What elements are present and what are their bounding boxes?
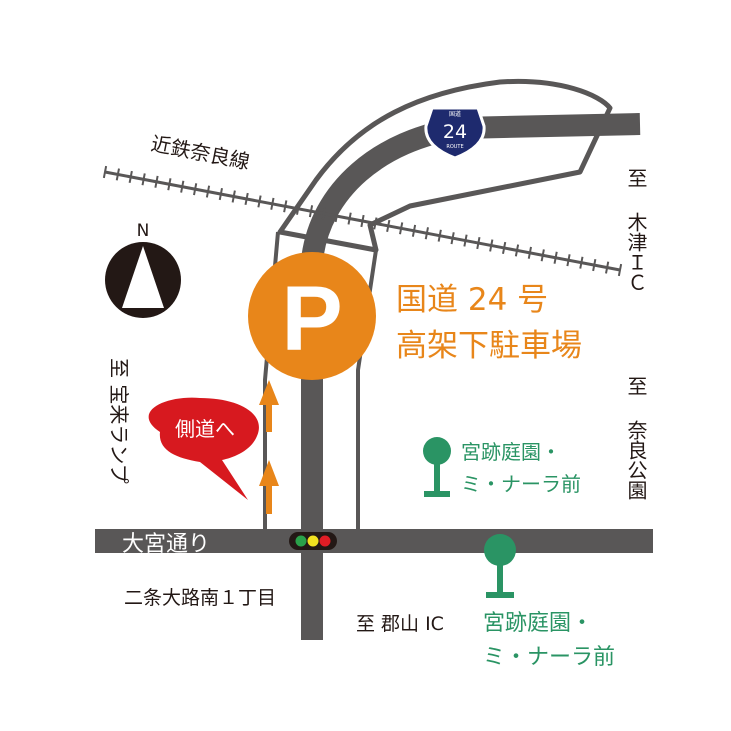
railway-tie xyxy=(566,254,571,267)
railway-tie xyxy=(592,259,597,272)
railway-tie xyxy=(270,197,275,210)
railway-tie xyxy=(308,205,314,218)
railway-tie xyxy=(334,210,339,223)
direction-west: 至 宝来ランプ xyxy=(107,358,131,484)
omiya-road xyxy=(95,529,653,553)
railway-tie xyxy=(257,195,262,208)
intersection-label: 二条大路南１丁目 xyxy=(124,587,276,609)
railway-tie xyxy=(321,207,326,220)
railway-tie xyxy=(489,239,494,252)
railway-tie xyxy=(514,244,520,257)
traffic-light-icon xyxy=(289,532,337,550)
railway-label: 近鉄奈良線 xyxy=(149,131,252,174)
railway-tie xyxy=(437,229,442,242)
svg-text:N: N xyxy=(137,221,150,241)
railway-tie xyxy=(154,175,159,188)
railway-tie xyxy=(463,234,468,247)
railway-tie xyxy=(296,202,301,215)
railway-tie xyxy=(502,241,507,255)
direction-arrows xyxy=(259,380,279,514)
svg-text:P: P xyxy=(281,268,342,370)
railway-tie xyxy=(386,219,391,232)
railway-line xyxy=(102,165,623,277)
road-label: 大宮通り xyxy=(122,532,210,557)
parking-icon: P xyxy=(248,252,376,380)
railway-tie xyxy=(476,236,481,250)
railway-tie xyxy=(424,227,429,240)
direction-east: 至 奈良公園 xyxy=(624,376,648,500)
route-number: 24 xyxy=(443,121,467,143)
railway-tie xyxy=(605,261,610,274)
parking-name-line2: 高架下駐車場 xyxy=(396,328,582,364)
bus-stop-label-2b: ミ・ナーラ前 xyxy=(483,645,615,670)
callout-text: 側道へ xyxy=(175,417,235,441)
railway-tie xyxy=(193,183,198,196)
railway-tie xyxy=(373,217,378,230)
bus-stop-icon xyxy=(423,437,451,497)
railway-tie xyxy=(205,185,211,198)
railway-tie xyxy=(180,180,185,193)
railway-tie xyxy=(102,165,108,179)
railway-tie xyxy=(527,246,532,259)
side-road-callout: 側道へ xyxy=(148,397,259,500)
railway-tie xyxy=(347,212,352,225)
railway-tie xyxy=(231,190,236,203)
railway-tie xyxy=(617,263,623,277)
railway-tie xyxy=(115,168,120,181)
railway-tie xyxy=(167,178,172,191)
railway-tie xyxy=(360,214,365,228)
railway-tie xyxy=(128,170,133,183)
bus-stop-label-2a: 宮跡庭園・ xyxy=(483,611,593,636)
railway-tie xyxy=(141,173,146,186)
railway-tie xyxy=(244,192,249,206)
bus-stop-icon xyxy=(484,534,516,598)
railway-tie xyxy=(218,187,223,201)
railway-tie xyxy=(579,256,584,269)
bus-stop-label-1b: ミ・ナーラ前 xyxy=(461,472,581,496)
railway-tie xyxy=(411,224,417,237)
parking-name-line1: 国道 24 号 xyxy=(396,282,548,318)
svg-text:ROUTE: ROUTE xyxy=(446,144,463,150)
railway-tie xyxy=(540,249,545,262)
railway-tie xyxy=(450,232,455,245)
railway-tie xyxy=(283,200,288,213)
north-arrow-icon: N xyxy=(105,221,181,318)
svg-text:国道: 国道 xyxy=(449,110,461,118)
route-24-shield-icon: 国道 24 ROUTE xyxy=(424,106,486,160)
bus-stop-label-1a: 宮跡庭園・ xyxy=(461,440,561,464)
direction-north-east: 至 木津ＩＣ xyxy=(624,168,648,292)
railway-tie xyxy=(553,251,558,264)
direction-south: 至 郡山 IC xyxy=(356,613,444,635)
railway-tie xyxy=(399,222,404,235)
